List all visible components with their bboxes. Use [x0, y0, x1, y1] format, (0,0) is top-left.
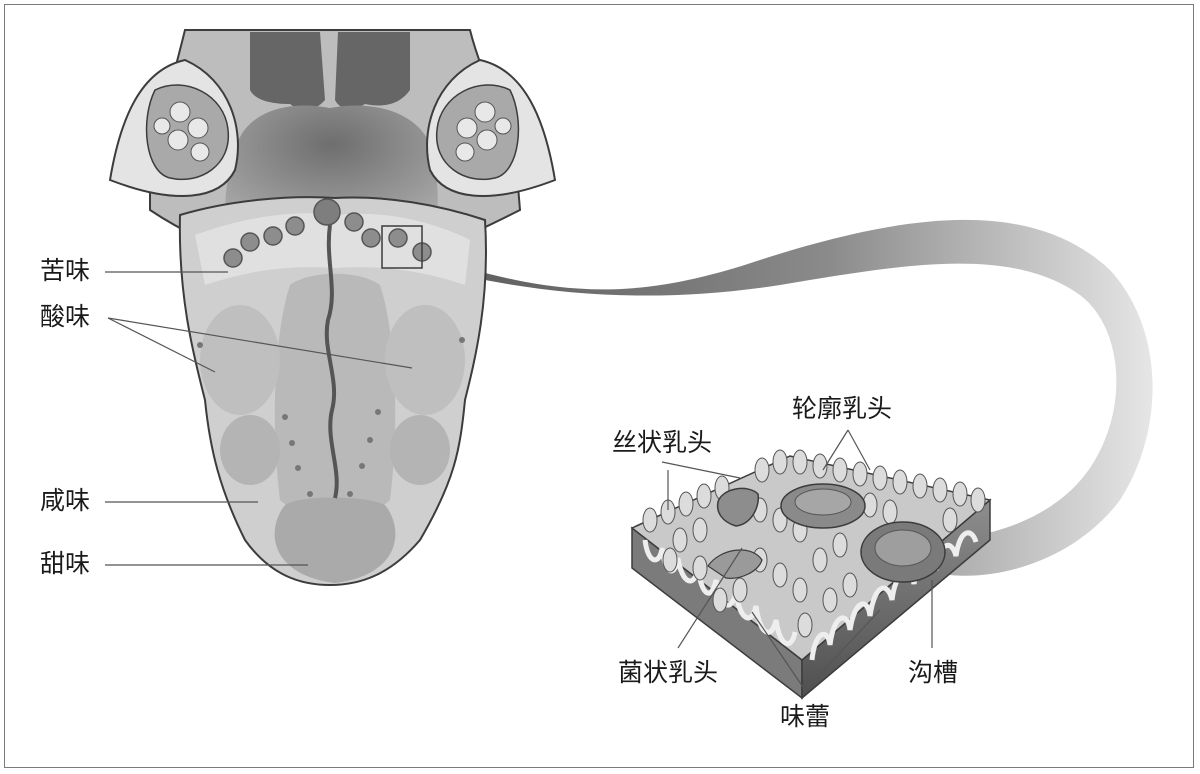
label-sour: 酸味: [40, 302, 91, 331]
epiglottis: [250, 32, 325, 110]
magnification-ribbon: [425, 219, 1153, 576]
label-groove: 沟槽: [908, 658, 959, 687]
sweet-zone: [274, 497, 396, 583]
fungiform-papilla-block: [707, 487, 763, 579]
salty-zone-right: [390, 415, 450, 485]
leader-lines: [105, 271, 933, 691]
median-sulcus: [324, 224, 339, 499]
papillae-tissue-block: [630, 449, 992, 700]
label-taste-bud: 味蕾: [780, 702, 831, 731]
sour-zone-right: [385, 305, 465, 415]
leader-tastebud-b: [804, 609, 881, 691]
circumvallate-papilla-right: [860, 521, 946, 583]
tonsil-right: [426, 58, 557, 197]
leader-fungiform: [677, 547, 743, 649]
leader-tastebud-a: [751, 611, 806, 691]
label-circumvallate: 轮廓乳头: [792, 394, 893, 423]
leader-filiform-a: [661, 461, 741, 479]
magnifier-box: [381, 225, 423, 269]
leader-circumvallate-a: [822, 429, 849, 471]
leader-sour-right: [107, 317, 413, 369]
label-fungiform: 菌状乳头: [618, 658, 719, 687]
leader-sour-left: [107, 317, 216, 373]
circumvallate-papilla-top: [780, 483, 866, 529]
label-sweet: 甜味: [40, 549, 91, 578]
tongue: [108, 29, 557, 587]
leader-circumvallate-b: [847, 429, 871, 471]
circumvallate-row: [223, 198, 432, 268]
tonsil-left: [108, 58, 239, 197]
label-salty: 咸味: [40, 486, 91, 515]
sour-zone-left: [200, 305, 280, 415]
filiform-papillae: [642, 449, 986, 638]
label-filiform: 丝状乳头: [612, 428, 713, 457]
fungiform-dots: [197, 337, 465, 497]
label-bitter: 苦味: [40, 256, 91, 285]
salty-zone-left: [220, 415, 280, 485]
